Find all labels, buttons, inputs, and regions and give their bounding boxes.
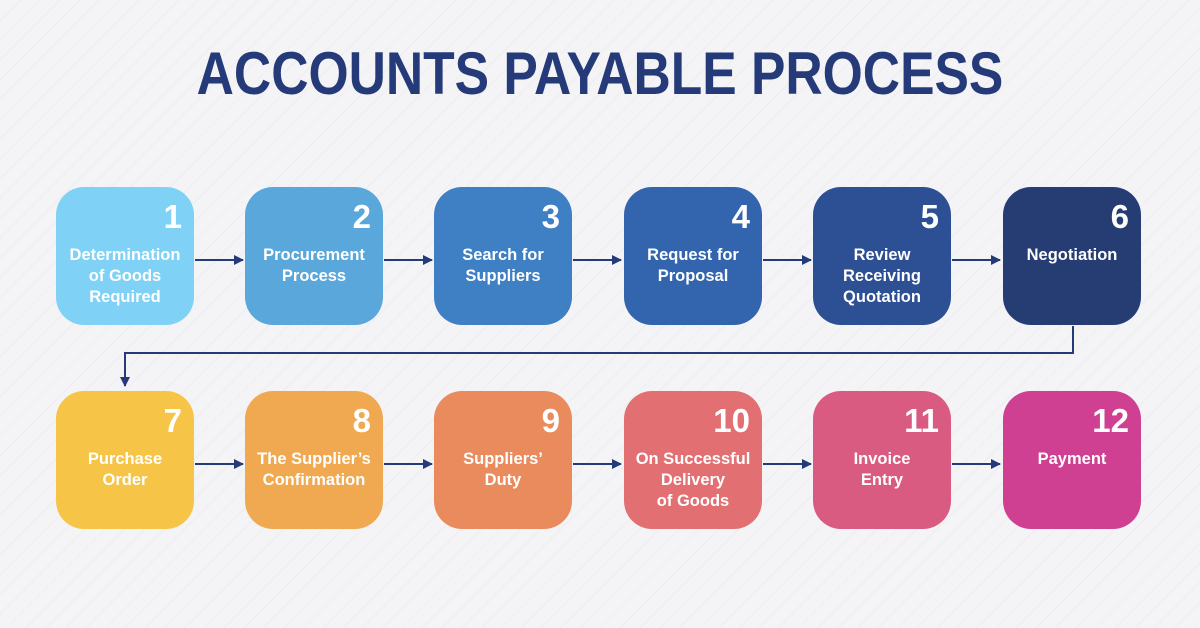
page-title: ACCOUNTS PAYABLE PROCESS (196, 40, 1004, 107)
step-number: 2 (352, 198, 371, 235)
step-number: 11 (904, 402, 939, 439)
step-6: 6 Negotiation (1003, 187, 1141, 325)
step-label: Negotiation (1026, 246, 1118, 264)
step-12: 12 Payment (1003, 391, 1141, 529)
step-number: 6 (1110, 198, 1129, 235)
step-8: 8 The Supplier’s Confirmation (245, 391, 383, 529)
step-number: 10 (713, 402, 750, 439)
step-number: 9 (541, 402, 560, 439)
arrow-6-7 (120, 326, 1074, 387)
step-1: 1 Determination of Goods Required (56, 187, 194, 325)
step-label: Procurement Process (263, 246, 365, 285)
step-number: 3 (541, 198, 560, 235)
step-number: 8 (352, 402, 371, 439)
step-11: 11 Invoice Entry (813, 391, 951, 529)
step-number: 1 (163, 198, 182, 235)
step-label: Suppliers’ Duty (463, 450, 543, 489)
step-9: 9 Suppliers’ Duty (434, 391, 572, 529)
step-label: Search for Suppliers (462, 246, 544, 285)
step-7: 7 Purchase Order (56, 391, 194, 529)
step-label: Determination of Goods Required (69, 246, 181, 306)
step-2: 2 Procurement Process (245, 187, 383, 325)
step-label: Invoice Entry (853, 450, 911, 489)
step-label: Purchase Order (87, 450, 163, 489)
step-label: Request for Proposal (647, 246, 739, 285)
step-label: The Supplier’s Confirmation (257, 450, 371, 489)
step-label: Review Receiving Quotation (843, 246, 921, 306)
step-4: 4 Request for Proposal (624, 187, 762, 325)
step-label: On Successful Delivery of Goods (635, 450, 751, 510)
step-number: 7 (163, 402, 182, 439)
step-number: 12 (1092, 402, 1129, 439)
step-5: 5 Review Receiving Quotation (813, 187, 951, 325)
step-3: 3 Search for Suppliers (434, 187, 572, 325)
step-label: Payment (1037, 450, 1107, 468)
step-10: 10 On Successful Delivery of Goods (624, 391, 762, 529)
step-number: 5 (920, 198, 939, 235)
step-number: 4 (731, 198, 750, 235)
